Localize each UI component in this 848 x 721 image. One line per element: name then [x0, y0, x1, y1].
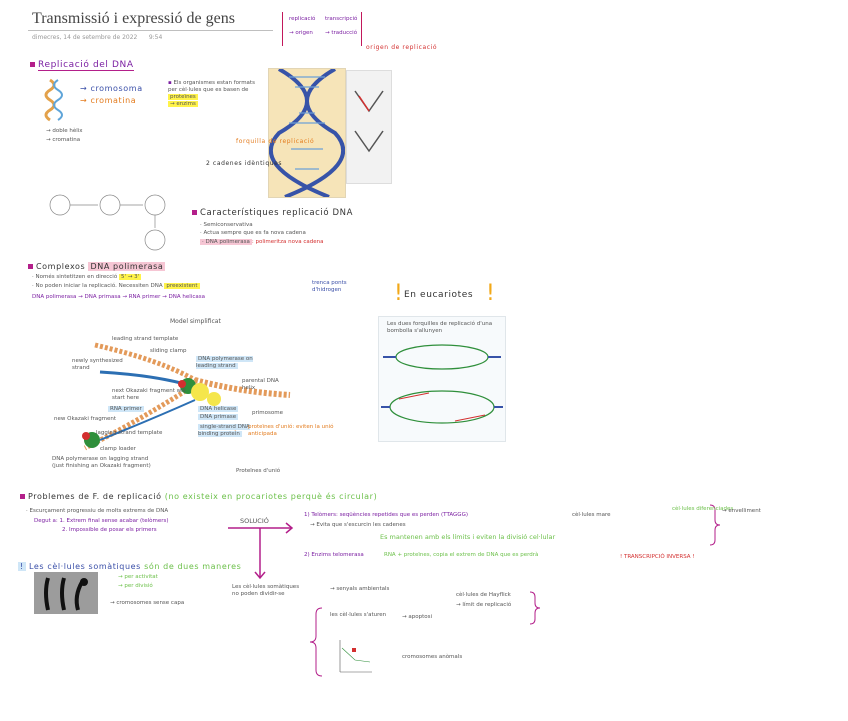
title-underline	[28, 30, 273, 31]
cells-item-1: → per activitat	[118, 574, 158, 580]
label-pol-lagging: DNA polymerase on lagging strand (just f…	[52, 456, 151, 469]
label-primase: DNA primase	[198, 414, 239, 420]
label-sliding-clamp: sliding clamp	[150, 348, 187, 354]
label-leading-strand: leading strand template	[112, 336, 179, 342]
polymerase-line-1: · Només sintetitzen en direcció 5' → 3'	[32, 274, 142, 280]
label-parental-helix: parental DNA helix	[242, 378, 279, 391]
label-helicase: DNA helicase	[198, 406, 239, 412]
svg-text:!: !	[394, 281, 403, 306]
polymerase-line-3: DNA polimerasa → DNA primasa → RNA prime…	[32, 294, 205, 300]
note-binding-proteins: proteïnes d'unió: eviten la unió anticip…	[248, 424, 334, 437]
note-chromatin-orange: → cromatina	[80, 96, 137, 105]
model-caption: Proteïnes d'unió	[236, 468, 281, 474]
page-title: Transmissió i expressió de gens	[32, 10, 235, 27]
label-replication-fork: forquilla de replicació	[236, 138, 315, 145]
label-clamp-loader: clamp loader	[100, 446, 136, 452]
polymerase-line-2: · No poden iniciar la replicació. Necess…	[32, 283, 200, 289]
char-item-1: · Semiconservativa	[200, 222, 253, 228]
bullet-organisms: ▪ Els organismes estan formats per cèl·l…	[168, 80, 255, 107]
legend-right-bottom: → traducció	[325, 30, 358, 36]
right-note-3: → envelliment	[722, 508, 761, 514]
problem-bullet-1: · Escurçament progressiu de molts extrem…	[26, 508, 169, 514]
cells-flow-2: → senyals ambientals	[330, 586, 390, 592]
solution-2-note: RNA + proteïnes, copia el extrem de DNA …	[384, 552, 539, 558]
legend-left-bottom: → origen	[289, 30, 313, 36]
replication-fork-drawing	[82, 342, 291, 451]
legend-left-top: replicació	[289, 16, 316, 22]
solution-2-warning: ! TRANSCRIPCIÓ INVERSA !	[620, 554, 695, 560]
note-double-helix: → doble hèlix	[46, 128, 83, 134]
legend-right-top: transcripció	[325, 16, 358, 22]
cells-item-3: → cromosomes sense capa	[110, 600, 185, 606]
cell-division-diagram	[49, 194, 166, 251]
char-item-3: · DNA polimerasa: polimeritza nova caden…	[200, 239, 324, 245]
cells-flow-6: → apoptosi	[402, 614, 432, 620]
label-pol-leading: DNA polymerase on leading strand	[196, 356, 253, 369]
solution-1c: Es mantenen amb els límits i eviten la d…	[380, 533, 556, 541]
dna-helix-image	[268, 68, 346, 198]
svg-text:!: !	[486, 281, 495, 306]
note-chromatin: → cromatina	[46, 137, 81, 143]
bullet-square-icon	[28, 264, 33, 269]
eukaryote-replication-image: Les dues forquilles de replicació d'una …	[378, 316, 506, 442]
section-heading-characteristics: Característiques replicació DNA	[192, 208, 353, 218]
label-new-okazaki: new Okazaki fragment	[54, 416, 117, 422]
model-title: Model simplificat	[170, 318, 221, 325]
label-identical-chains: 2 cadenes idèntiques	[206, 160, 283, 167]
note-hydrogen-bonds: trenca ponts d'hidrogen	[312, 280, 347, 293]
right-note-2: cèl·lules diferenciades	[672, 506, 734, 512]
label-ssb: single-strand DNA binding protein	[198, 424, 250, 437]
cells-item-2: → per divisió	[118, 583, 153, 589]
mini-graph	[339, 640, 372, 673]
label-lagging-strand: lagging strand template	[96, 430, 163, 436]
section-heading-problems: Problemes de F. de replicació (no existe…	[20, 492, 377, 501]
problem-note-1: Degut a: 1. Extrem final sense acabar (t…	[34, 518, 169, 524]
cells-flow-7: cromosomes anòmals	[402, 654, 463, 660]
bullet-square-icon	[30, 62, 35, 67]
chromosome-coil-icon	[44, 78, 63, 122]
section-heading-polymerase: Complexos DNA polimerasa	[28, 262, 166, 271]
page-date: dimecres, 14 de setembre de 2022 9:54	[32, 34, 163, 41]
label-replication-origin: origen de replicació	[366, 44, 438, 51]
solution-1: 1) Telòmers: seqüències repetides que es…	[304, 512, 468, 518]
char-item-2: · Actua sempre que es fa nova cadena	[200, 230, 306, 236]
solution-arrows	[228, 522, 294, 580]
label-newly-synthesized: newly synthesized strand	[72, 358, 123, 371]
right-note-1: cèl·lules mare	[572, 512, 611, 518]
bracket-right	[709, 504, 721, 546]
cells-flow-3: cèl·lules de Hayflick	[456, 592, 511, 598]
bracket-cells	[309, 607, 323, 677]
chromosome-photo	[34, 572, 98, 614]
solution-1b: → Evita que s'escurcin les cadenes	[310, 522, 406, 528]
problem-note-2: 2. Impossible de posar els primers	[62, 527, 157, 533]
legend-box: replicació → origen transcripció → tradu…	[282, 12, 362, 46]
section-heading-cells: ! Les cèl·lules somàtiques són de dues m…	[18, 562, 242, 571]
section-heading-eukaryotes: En eucariotes	[404, 290, 474, 300]
label-primosome: primosome	[252, 410, 283, 416]
cells-flow-5: les cèl·lules s'aturen	[330, 612, 387, 618]
bullet-square-icon	[192, 210, 197, 215]
solution-2: 2) Enzims telomerasa	[304, 552, 364, 558]
bullet-square-icon	[20, 494, 25, 499]
cells-flow-1: Les cèl·lules somàtiques no poden dividi…	[232, 584, 300, 597]
label-rna-primer: RNA primer	[108, 406, 144, 412]
label-next-okazaki: next Okazaki fragment will start here	[112, 388, 186, 401]
section-heading-replication: Replicació del DNA	[30, 60, 134, 71]
note-chromosome: → cromosoma	[80, 84, 143, 93]
eukaryote-caption: Les dues forquilles de replicació d'una …	[387, 321, 493, 334]
dna-fork-image	[346, 70, 392, 184]
solution-label: SOLUCIÓ	[240, 517, 269, 525]
cells-flow-4: → límit de replicació	[456, 602, 512, 608]
bracket-flow	[529, 591, 541, 625]
